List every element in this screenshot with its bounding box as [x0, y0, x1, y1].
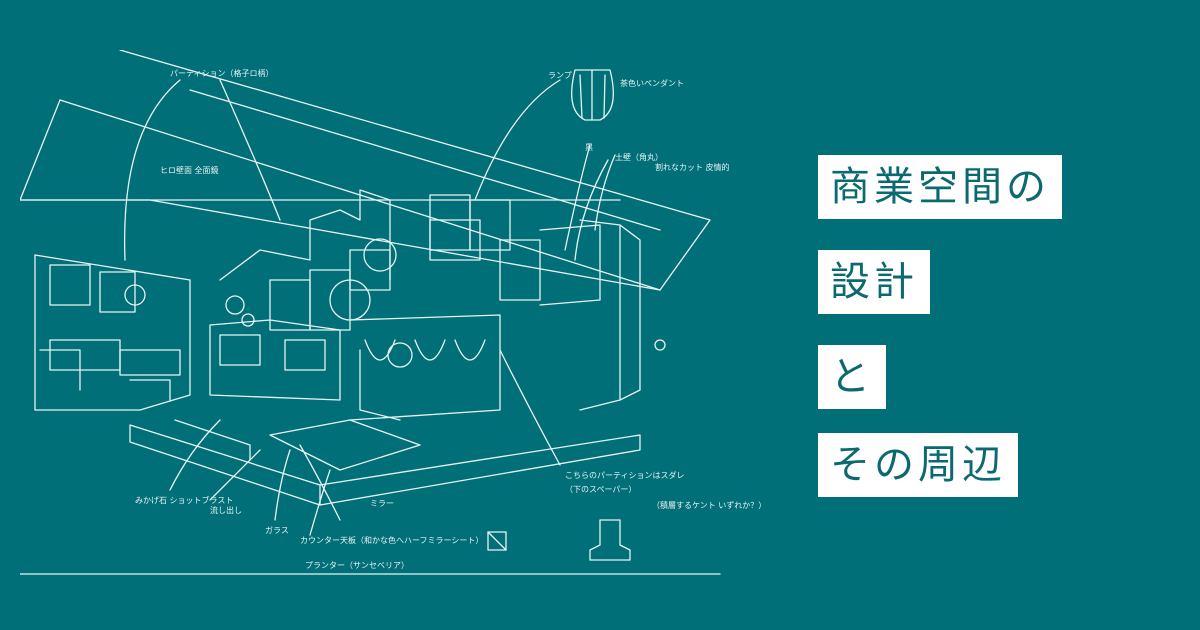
lamp-drawing	[571, 69, 614, 121]
annotation-mirror: ミラー	[370, 499, 394, 508]
annotation-partition-right: こちらのパーティションはスダレ	[565, 471, 685, 480]
counter-center	[349, 314, 501, 421]
title-line-3: と	[818, 345, 886, 409]
annotation-lamp-note: 茶色いペンダント	[620, 79, 684, 88]
annotation-stone: みかげ石 ショットブラスト	[135, 496, 234, 505]
annotation-flow: 流し出し	[210, 506, 242, 515]
annotation-wall-left: ヒロ壁面 全面鏡	[160, 166, 219, 175]
flower-1	[363, 238, 397, 272]
annotation-partition-right-sub: （下のスペーパー）	[565, 485, 637, 494]
annotation-wall-right-1: 土壁（角丸）	[615, 153, 663, 162]
annotation-planter-note: カウンター天板（和かな色へハーフミラーシート）	[300, 536, 484, 545]
left-wall	[34, 254, 191, 411]
annotation-glass: ガラス	[265, 526, 289, 535]
pedestal-detail	[589, 519, 631, 561]
ceiling-soffit	[20, 99, 661, 291]
annotation-lamp: ランプ	[548, 71, 572, 80]
flower-4	[124, 284, 146, 306]
flower-5	[225, 295, 245, 315]
annotation-wall-right-2: 割れなカット 皮情的	[655, 163, 730, 172]
annotation-planter: プランター（サンセベリア）	[305, 561, 409, 570]
annotation-partition-top: パーティション（格子ロ柄）	[170, 69, 274, 78]
title-line-4: その周辺	[818, 433, 1018, 497]
water-pool	[269, 419, 421, 471]
flower-3	[387, 342, 413, 368]
counter-left	[209, 319, 341, 401]
sketch-drawing	[20, 50, 721, 575]
title-line-1: 商業空間の	[818, 155, 1062, 219]
floor-platform	[129, 424, 641, 506]
stepped-blocks	[219, 189, 391, 281]
title-line-2: 設計	[818, 250, 930, 314]
architectural-sketch: パーティション（格子ロ柄） ランプ 茶色いペンダント ヒロ壁面 全面鏡 黒 土壁…	[20, 50, 766, 580]
annotation-black: 黒	[585, 143, 593, 152]
ceiling-beam-line	[189, 89, 661, 231]
sample-square	[487, 531, 507, 551]
flower-2	[329, 279, 371, 321]
annotation-right-note: （積層するケント いずれか？）	[652, 501, 767, 510]
